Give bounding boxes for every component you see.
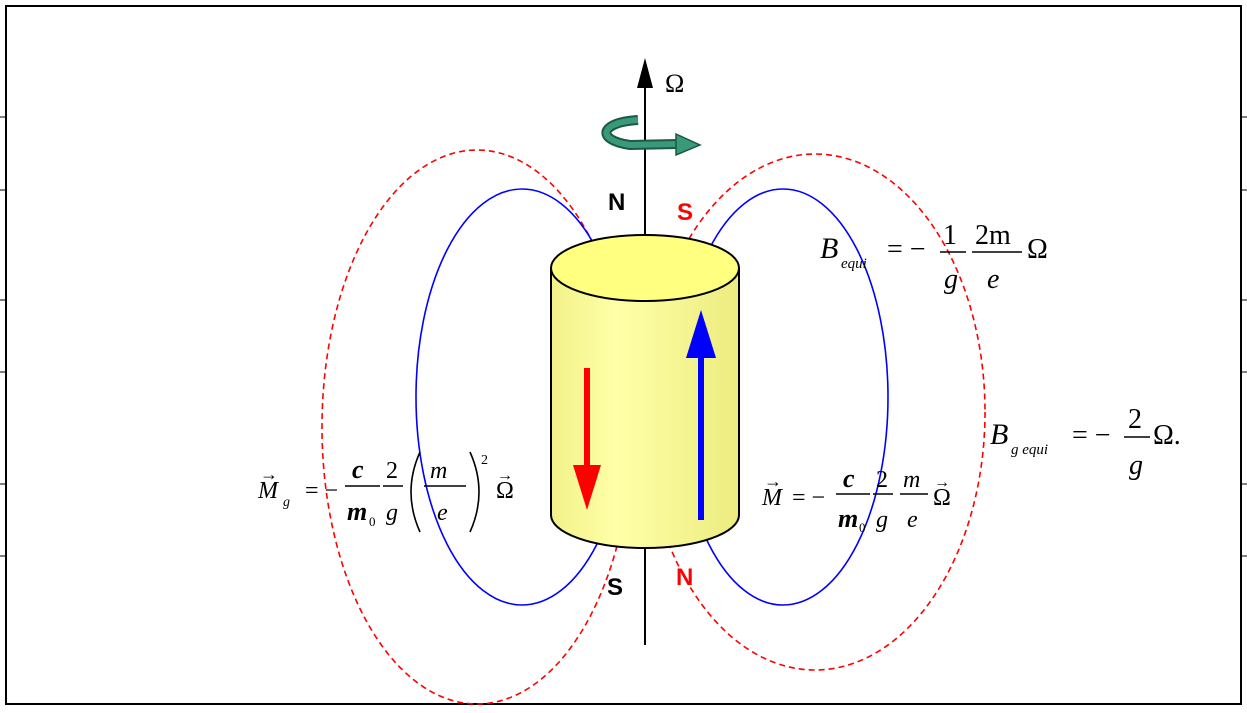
svg-text:m: m	[347, 497, 367, 526]
svg-text:g: g	[876, 507, 888, 533]
svg-text:2: 2	[1128, 404, 1142, 435]
svg-text:e: e	[987, 264, 999, 295]
svg-text:e: e	[907, 507, 918, 533]
svg-text:= −: = −	[305, 478, 338, 504]
cylinder-top	[550, 234, 740, 302]
svg-text:→: →	[764, 471, 782, 491]
svg-text:m: m	[838, 504, 858, 533]
frame-ticks	[0, 116, 1247, 557]
svg-text:2m: 2m	[975, 220, 1011, 251]
svg-text:g: g	[283, 495, 290, 510]
red-field-loop-right	[644, 153, 986, 671]
svg-text:= −: = −	[887, 234, 926, 265]
svg-text:e: e	[437, 500, 448, 526]
magnet-cylinder	[550, 234, 740, 549]
frame-border	[5, 5, 1242, 705]
rotation-arrow-icon	[601, 115, 702, 157]
omega-label: Ω	[665, 69, 684, 98]
svg-text:Ω: Ω	[933, 485, 951, 511]
svg-text:equi: equi	[841, 256, 867, 272]
svg-text:g: g	[944, 264, 958, 295]
svg-text:g: g	[386, 500, 398, 526]
svg-text:Ω: Ω	[1027, 234, 1048, 265]
svg-text:c: c	[843, 464, 855, 493]
formula-m: M → = − c m 0 2 g m e Ω →	[761, 464, 951, 535]
blue-moment-arrow	[686, 310, 716, 520]
formula-b-equi: B equi = − 1 g 2m e Ω	[820, 220, 1048, 295]
pole-label-top-red: S	[677, 199, 693, 226]
svg-text:2: 2	[876, 467, 888, 493]
svg-text:B: B	[820, 232, 838, 265]
svg-text:m: m	[430, 458, 447, 484]
svg-text:0: 0	[369, 514, 376, 529]
pole-label-top-black: N	[608, 189, 625, 216]
axis-arrowhead	[637, 58, 653, 88]
svg-text:1: 1	[943, 220, 957, 251]
svg-text:c: c	[352, 455, 364, 484]
svg-text:M: M	[761, 485, 784, 511]
svg-text:B: B	[990, 418, 1008, 451]
svg-text:= −: = −	[792, 485, 825, 511]
red-moment-arrow	[573, 368, 601, 510]
svg-text:0: 0	[859, 520, 866, 535]
formula-b-g-equi: B g equi = − 2 g Ω.	[990, 404, 1181, 481]
formula-m-g: M → g = − c m 0 2 g m e 2 Ω →	[257, 451, 514, 533]
pole-label-bottom-black: S	[607, 574, 623, 601]
svg-text:= −: = −	[1072, 420, 1111, 451]
svg-text:Ω.: Ω.	[1153, 420, 1181, 451]
pole-label-bottom-red: N	[676, 564, 693, 591]
svg-text:→: →	[934, 474, 950, 491]
svg-text:→: →	[497, 467, 513, 484]
svg-text:→: →	[260, 464, 278, 484]
svg-text:g: g	[1129, 450, 1143, 481]
svg-text:2: 2	[386, 458, 398, 484]
svg-text:M: M	[257, 478, 280, 504]
svg-text:Ω: Ω	[496, 478, 514, 504]
svg-text:m: m	[903, 467, 920, 493]
svg-text:2: 2	[481, 453, 488, 468]
svg-text:g equi: g equi	[1011, 442, 1048, 458]
